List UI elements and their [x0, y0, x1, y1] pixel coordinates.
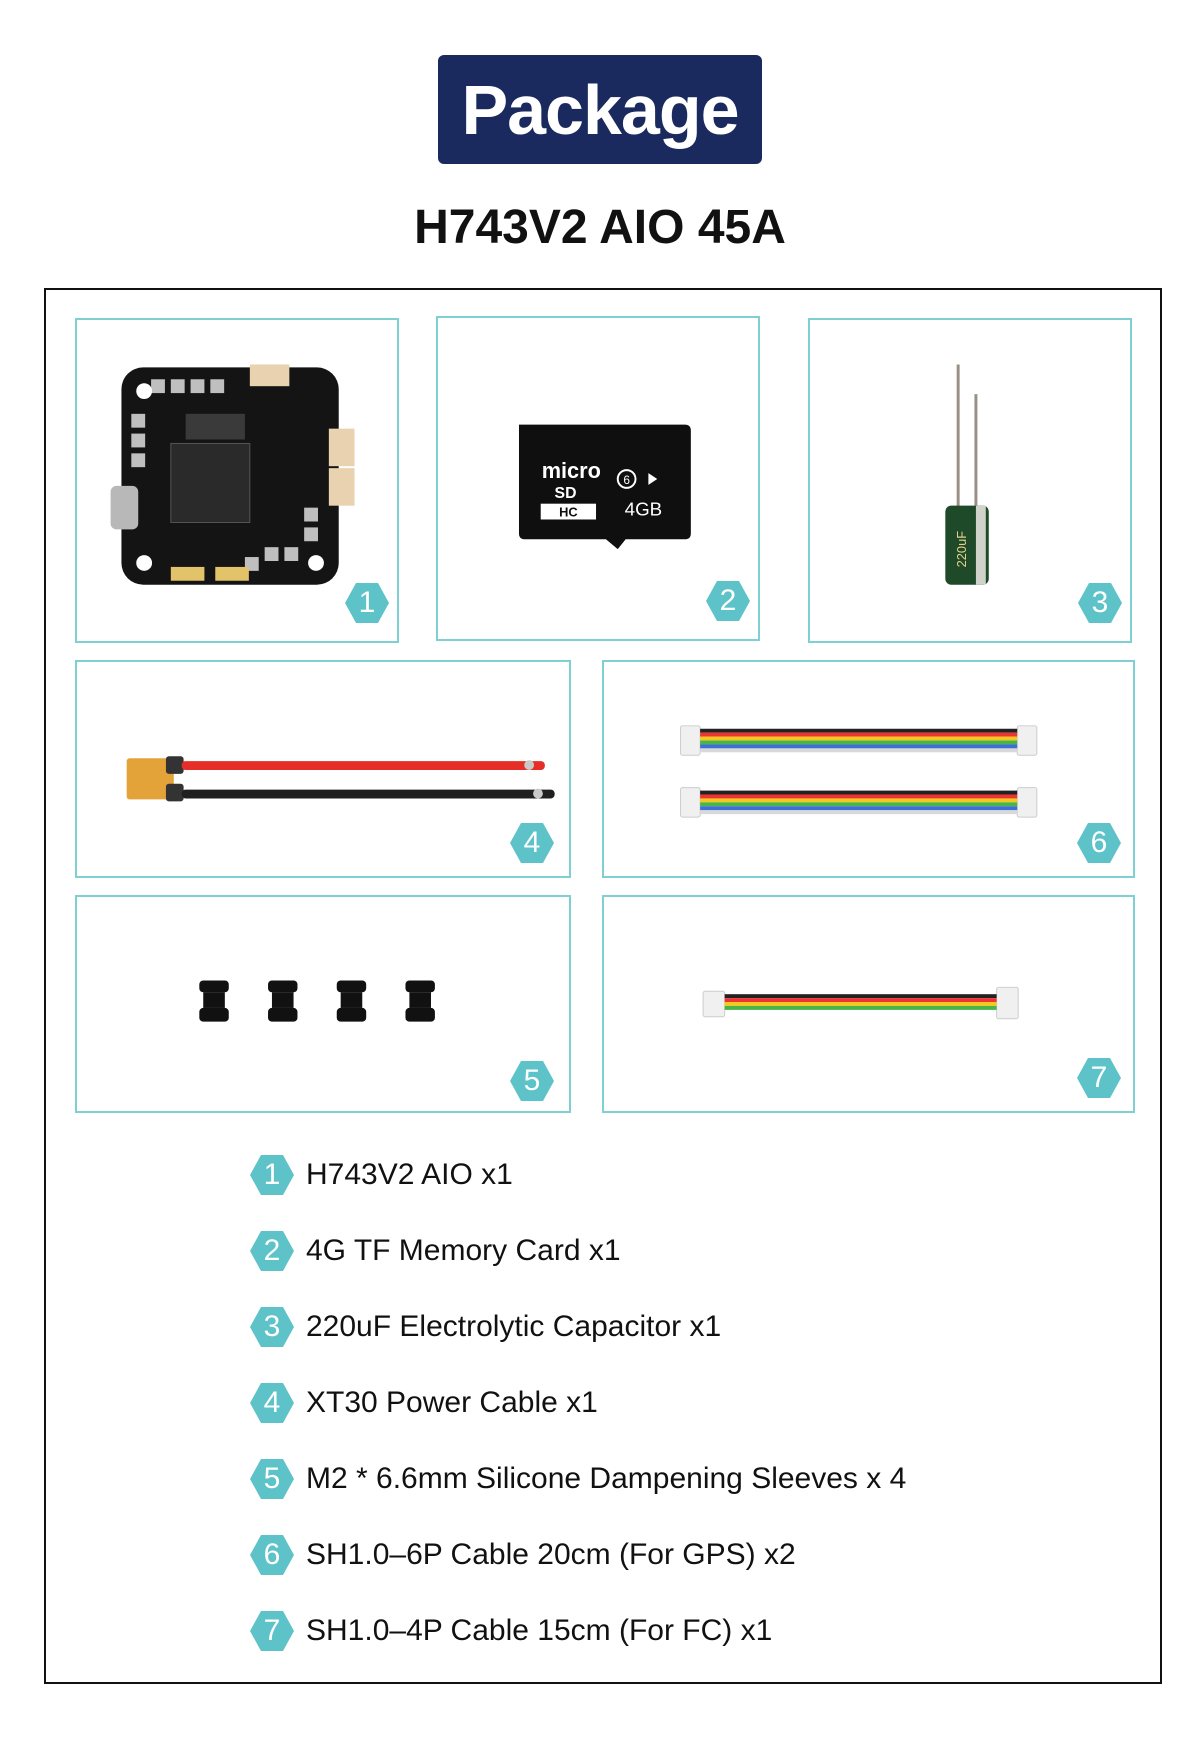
image-cell-7: 7	[602, 895, 1135, 1113]
item-label: SH1.0–4P Cable 15cm (For FC) x1	[306, 1614, 773, 1647]
card-class: 6	[623, 473, 630, 487]
number-badge: 4	[510, 822, 554, 864]
card-brand-bottom: SD	[555, 485, 577, 502]
number-badge: 3	[250, 1306, 294, 1348]
number-badge: 2	[250, 1230, 294, 1272]
number-badge: 7	[250, 1610, 294, 1652]
number-badge: 5	[510, 1060, 554, 1102]
image-cell-3: 220uF 3	[808, 318, 1132, 643]
number-badge: 7	[1077, 1057, 1121, 1099]
card-brand-top: micro	[542, 458, 601, 483]
number-badge: 6	[250, 1534, 294, 1576]
list-item: 4 XT30 Power Cable x1	[250, 1365, 906, 1441]
number-badge: 5	[250, 1458, 294, 1500]
list-item: 6 SH1.0–6P Cable 20cm (For GPS) x2	[250, 1517, 906, 1593]
number-badge: 1	[345, 582, 389, 624]
list-item: 5 M2 * 6.6mm Silicone Dampening Sleeves …	[250, 1441, 906, 1517]
item-label: H743V2 AIO x1	[306, 1158, 513, 1191]
item-label: SH1.0–6P Cable 20cm (For GPS) x2	[306, 1538, 796, 1571]
number-badge: 1	[250, 1154, 294, 1196]
capacitor-image: 220uF	[945, 364, 989, 585]
item-label: XT30 Power Cable x1	[306, 1386, 598, 1419]
sh1-4p-cable-image	[702, 986, 1019, 1020]
number-badge: 4	[250, 1382, 294, 1424]
image-cell-2: micro SD HC 6 4GB 2	[436, 316, 760, 641]
list-item: 1 H743V2 AIO x1	[250, 1137, 906, 1213]
package-badge: Package	[438, 55, 762, 164]
item-label: M2 * 6.6mm Silicone Dampening Sleeves x …	[306, 1462, 907, 1495]
xt30-power-cable-image	[126, 756, 555, 802]
flight-controller-board-image	[110, 364, 355, 585]
package-contents-list: 1 H743V2 AIO x1 2 4G TF Memory Card x1 3…	[250, 1137, 906, 1669]
item-label: 220uF Electrolytic Capacitor x1	[306, 1310, 722, 1343]
number-badge: 3	[1078, 582, 1122, 624]
image-cell-6: 6	[602, 660, 1135, 878]
package-contents-frame	[44, 288, 1162, 1684]
image-cell-4: 4	[75, 660, 571, 878]
microsd-card-image: micro SD HC 6 4GB	[518, 424, 691, 550]
capacitor-value: 220uF	[954, 531, 969, 568]
image-cell-1: 1	[75, 318, 399, 643]
number-badge: 2	[706, 580, 750, 622]
product-subtitle: H743V2 AIO 45A	[414, 201, 786, 254]
package-title: Package	[461, 70, 739, 149]
card-hc-mark: HC	[559, 505, 578, 520]
list-item: 3 220uF Electrolytic Capacitor x1	[250, 1289, 906, 1365]
image-cell-5: 5	[75, 895, 571, 1113]
sh1-6p-cables-image	[680, 725, 1038, 818]
card-capacity: 4GB	[625, 499, 663, 520]
list-item: 7 SH1.0–4P Cable 15cm (For FC) x1	[250, 1593, 906, 1669]
list-item: 2 4G TF Memory Card x1	[250, 1213, 906, 1289]
number-badge: 6	[1077, 822, 1121, 864]
item-label: 4G TF Memory Card x1	[306, 1234, 621, 1267]
silicone-sleeves-image	[199, 980, 435, 1022]
